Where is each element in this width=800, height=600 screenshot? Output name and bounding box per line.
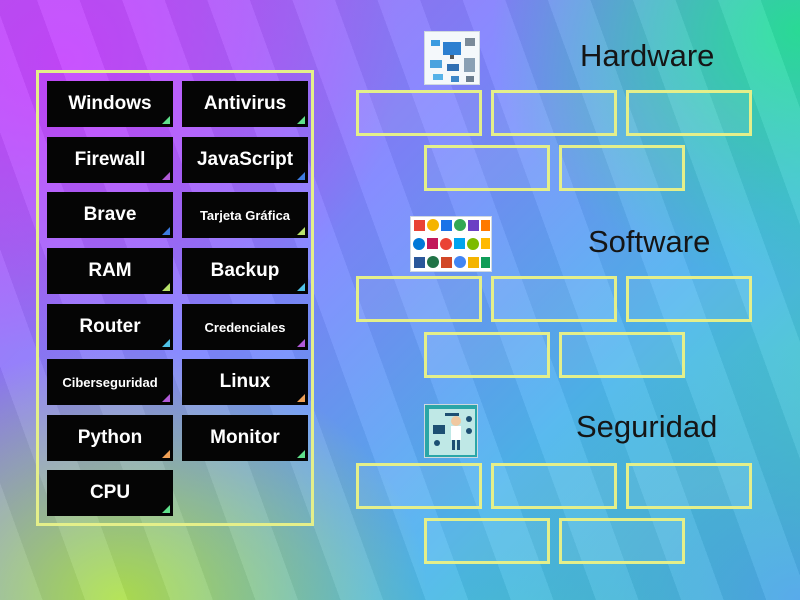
drag-corner-icon bbox=[162, 116, 170, 124]
drop-slot-seguridad-4[interactable] bbox=[424, 518, 550, 564]
drop-slot-hardware-5[interactable] bbox=[559, 145, 685, 191]
tile-label: Python bbox=[77, 427, 143, 448]
drag-corner-icon bbox=[297, 394, 305, 402]
tile-cpu[interactable]: CPU bbox=[47, 470, 173, 516]
tile-antivirus[interactable]: Antivirus bbox=[182, 81, 308, 127]
tile-linux[interactable]: Linux bbox=[182, 359, 308, 405]
drop-slot-software-5[interactable] bbox=[559, 332, 685, 378]
drop-slot-software-4[interactable] bbox=[424, 332, 550, 378]
tile-firewall[interactable]: Firewall bbox=[47, 137, 173, 183]
drop-slot-hardware-4[interactable] bbox=[424, 145, 550, 191]
drag-corner-icon bbox=[162, 450, 170, 458]
tile-tarjeta-grafica[interactable]: Tarjeta Gráfica bbox=[182, 192, 308, 238]
drop-slot-software-3[interactable] bbox=[626, 276, 752, 322]
tile-javascript[interactable]: JavaScript bbox=[182, 137, 308, 183]
category-title-seguridad: Seguridad bbox=[576, 409, 718, 444]
tile-label: JavaScript bbox=[196, 149, 294, 170]
tile-backup[interactable]: Backup bbox=[182, 248, 308, 294]
drop-slot-hardware-1[interactable] bbox=[356, 90, 482, 136]
drag-corner-icon bbox=[162, 227, 170, 235]
tile-label: Windows bbox=[68, 93, 152, 114]
category-title-hardware: Hardware bbox=[580, 38, 715, 73]
tile-monitor[interactable]: Monitor bbox=[182, 415, 308, 461]
drag-corner-icon bbox=[162, 505, 170, 513]
drag-corner-icon bbox=[297, 339, 305, 347]
drag-corner-icon bbox=[162, 283, 170, 291]
tile-bank bbox=[36, 70, 314, 526]
tile-label: CPU bbox=[89, 482, 131, 503]
tile-label: Ciberseguridad bbox=[62, 374, 158, 390]
tile-brave[interactable]: Brave bbox=[47, 192, 173, 238]
tile-label: RAM bbox=[88, 260, 132, 281]
tile-credenciales[interactable]: Credenciales bbox=[182, 304, 308, 350]
drag-corner-icon bbox=[297, 116, 305, 124]
drag-corner-icon bbox=[162, 339, 170, 347]
tile-label: Credenciales bbox=[204, 319, 286, 335]
drop-slot-seguridad-1[interactable] bbox=[356, 463, 482, 509]
tile-label: Firewall bbox=[74, 149, 146, 170]
drag-corner-icon bbox=[297, 450, 305, 458]
drag-corner-icon bbox=[162, 394, 170, 402]
drag-corner-icon bbox=[297, 172, 305, 180]
tile-ciberseguridad[interactable]: Ciberseguridad bbox=[47, 359, 173, 405]
drop-slot-software-1[interactable] bbox=[356, 276, 482, 322]
tile-label: Router bbox=[79, 316, 141, 337]
drag-corner-icon bbox=[297, 227, 305, 235]
tile-label: Antivirus bbox=[203, 93, 287, 114]
tile-router[interactable]: Router bbox=[47, 304, 173, 350]
tile-ram[interactable]: RAM bbox=[47, 248, 173, 294]
category-title-software: Software bbox=[588, 224, 711, 259]
drop-slot-seguridad-2[interactable] bbox=[491, 463, 617, 509]
tile-label: Backup bbox=[210, 260, 280, 281]
tile-windows[interactable]: Windows bbox=[47, 81, 173, 127]
drag-corner-icon bbox=[297, 283, 305, 291]
tile-label: Linux bbox=[219, 371, 271, 392]
tile-label: Tarjeta Gráfica bbox=[199, 207, 291, 223]
software-logos-icon bbox=[410, 216, 492, 272]
tile-label: Monitor bbox=[210, 427, 280, 448]
drop-slot-software-2[interactable] bbox=[491, 276, 617, 322]
tile-python[interactable]: Python bbox=[47, 415, 173, 461]
hardware-components-icon bbox=[424, 31, 480, 85]
drop-slot-hardware-3[interactable] bbox=[626, 90, 752, 136]
drop-slot-hardware-2[interactable] bbox=[491, 90, 617, 136]
tile-label: Brave bbox=[83, 204, 137, 225]
drop-slot-seguridad-3[interactable] bbox=[626, 463, 752, 509]
security-person-icon bbox=[424, 404, 478, 458]
drag-corner-icon bbox=[162, 172, 170, 180]
drop-slot-seguridad-5[interactable] bbox=[559, 518, 685, 564]
